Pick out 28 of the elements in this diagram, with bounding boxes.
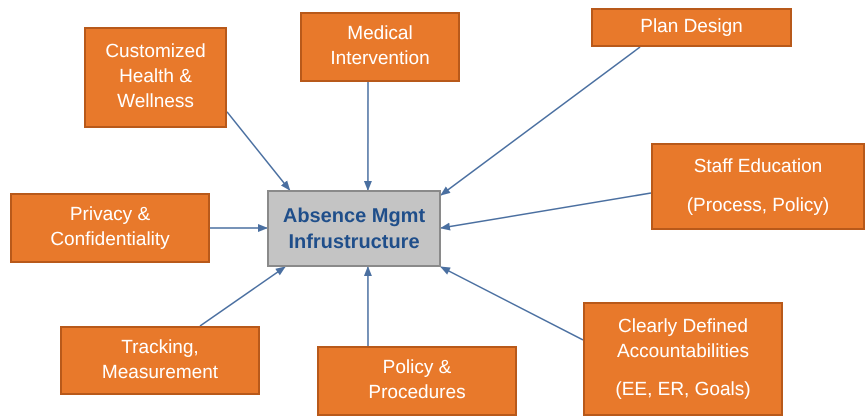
topic-box — [84, 27, 227, 128]
topic-box — [10, 193, 210, 263]
topic-box — [317, 346, 517, 416]
topic-label: Tracking, Measurement — [100, 336, 220, 384]
topic-box — [583, 302, 783, 416]
arrow — [226, 111, 290, 191]
topic-label: Policy & Procedures — [367, 356, 467, 405]
topic-label: Customized Health & Wellness — [104, 40, 207, 114]
topic-box — [60, 326, 260, 395]
arrow — [364, 82, 372, 191]
topic-label: Clearly Defined Accountabilities — [616, 314, 750, 364]
topic-label: Plan Design — [640, 15, 743, 40]
arrow — [440, 192, 652, 230]
topic-box — [591, 8, 792, 47]
arrow — [364, 266, 372, 346]
central-box — [267, 190, 441, 267]
topic-label: Absence Mgmt Infrustructure — [282, 204, 426, 254]
arrow — [440, 46, 640, 196]
topic-note: (Process, Policy) — [686, 194, 830, 218]
topic-note: (EE, ER, Goals) — [615, 378, 751, 402]
topic-label: Privacy & Confidentiality — [49, 203, 171, 252]
arrow — [200, 266, 286, 327]
topic-box — [300, 12, 460, 82]
arrow — [210, 224, 268, 232]
topic-label: Medical Intervention — [329, 22, 431, 71]
topic-label: Staff Education — [694, 154, 822, 179]
topic-box — [651, 143, 865, 230]
arrow — [440, 266, 584, 341]
